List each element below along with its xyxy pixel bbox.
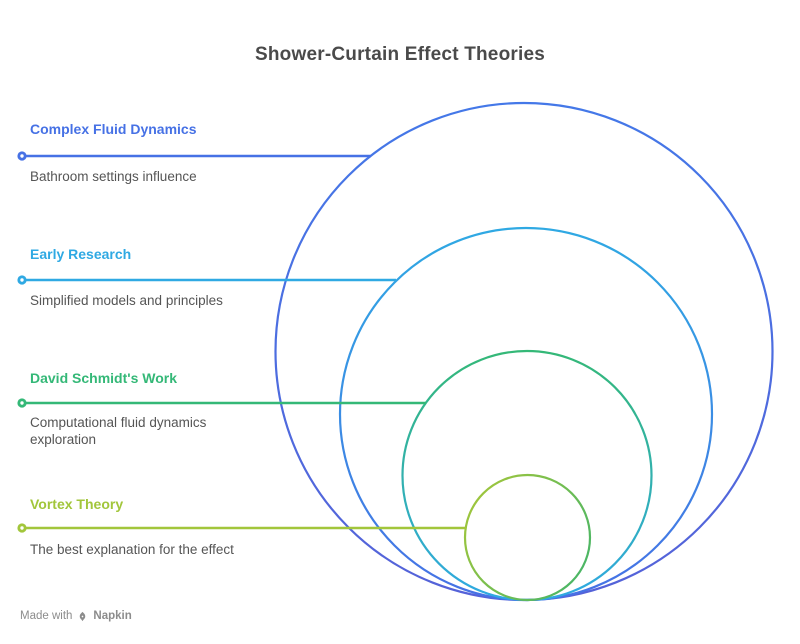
item-description-early-research: Simplified models and principles bbox=[30, 293, 223, 308]
napkin-pen-icon bbox=[77, 611, 88, 622]
dot-vortex-theory bbox=[17, 523, 27, 533]
dot-david-schmidts-work bbox=[17, 398, 27, 408]
circle-vortex-theory bbox=[463, 473, 592, 602]
dot-complex-fluid-dynamics bbox=[17, 151, 27, 161]
item-label-complex-fluid-dynamics: Complex Fluid Dynamics bbox=[30, 121, 197, 137]
circle-early-research bbox=[338, 226, 714, 602]
napkin-brand-label: Napkin bbox=[93, 610, 132, 622]
item-description-complex-fluid-dynamics: Bathroom settings influence bbox=[30, 169, 197, 184]
made-with-napkin-footer[interactable]: Made with Napkin bbox=[20, 610, 132, 622]
item-label-early-research: Early Research bbox=[30, 246, 132, 262]
made-with-label: Made with bbox=[20, 610, 73, 622]
item-label-vortex-theory: Vortex Theory bbox=[30, 496, 124, 512]
item-description-david-schmidts-work: Computational fluid dynamics exploration bbox=[30, 415, 207, 447]
item-description-vortex-theory: The best explanation for the effect bbox=[30, 542, 234, 557]
item-label-david-schmidts-work: David Schmidt's Work bbox=[30, 370, 177, 386]
page-title: Shower-Curtain Effect Theories bbox=[255, 44, 545, 65]
dot-early-research bbox=[17, 275, 27, 285]
